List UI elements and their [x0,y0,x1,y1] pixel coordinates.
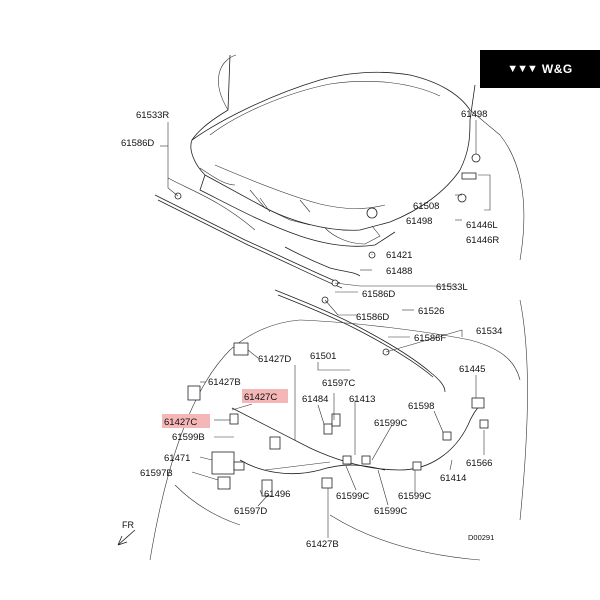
highlight-61427C-right [242,389,288,403]
part-label-61427C: 61427C [164,417,197,428]
hood-panel [190,54,525,261]
part-label-61533R: 61533R [136,110,169,121]
part-label-61598: 61598 [408,401,434,412]
part-label-61414: 61414 [440,473,466,484]
part-label-61445: 61445 [459,364,485,375]
part-label-61427B: 61427B [208,377,241,388]
cable-clips [323,397,489,471]
part-label-61413: 61413 [349,394,375,405]
part-label-61484: 61484 [302,394,328,405]
part-label-61597B: 61597B [140,468,173,479]
part-label-61586D: 61586D [362,289,395,300]
part-label-61599C: 61599C [398,491,431,502]
front-direction-arrow-icon [117,529,136,546]
part-label-61488: 61488 [386,266,412,277]
part-label-61446R: 61446R [466,235,499,246]
highlight-61427C-left [162,414,210,428]
hood-latch-assembly [211,436,333,497]
part-label-61498: 61498 [461,109,487,120]
hood-rubber-stoppers [187,342,249,425]
part-label-61599B: 61599B [172,432,205,443]
part-label-61599C: 61599C [374,418,407,429]
part-label-61586D: 61586D [121,138,154,149]
chevrons-logo-icon: ▼▼▼ [507,63,538,75]
part-label-61508: 61508 [413,201,439,212]
part-label-61586D: 61586D [356,312,389,323]
part-label-61599C: 61599C [336,491,369,502]
part-label-61421: 61421 [386,250,412,261]
diagram-code: D00291 [468,533,494,542]
part-label-61471: 61471 [164,453,190,464]
part-label-61501: 61501 [310,351,336,362]
part-label-61446L: 61446L [466,220,498,231]
part-label-61526: 61526 [418,306,444,317]
hood-weatherstrip-front [154,177,343,289]
part-label-61498: 61498 [406,216,432,227]
hood-release-cable [231,404,481,475]
part-label-61586F: 61586F [414,333,446,344]
part-label-61427C: 61427C [244,392,277,403]
part-label-61534: 61534 [476,326,502,337]
part-label-61597D: 61597D [234,506,267,517]
part-label-61597C: 61597C [322,378,355,389]
part-label-61427B: 61427B [306,539,339,550]
part-label-61496: 61496 [264,489,290,500]
brand-logo: ▼▼▼ W&G [480,50,600,88]
hood-weatherstrip-side [274,246,446,393]
direction-label: FR [122,520,134,530]
body-outline [149,299,528,561]
part-label-61533L: 61533L [436,282,468,293]
part-label-61427D: 61427D [258,354,291,365]
part-label-61566: 61566 [466,458,492,469]
fastener-group [174,153,481,356]
leader-lines [160,120,491,538]
brand-name: W&G [541,62,573,76]
part-label-61599C: 61599C [374,506,407,517]
